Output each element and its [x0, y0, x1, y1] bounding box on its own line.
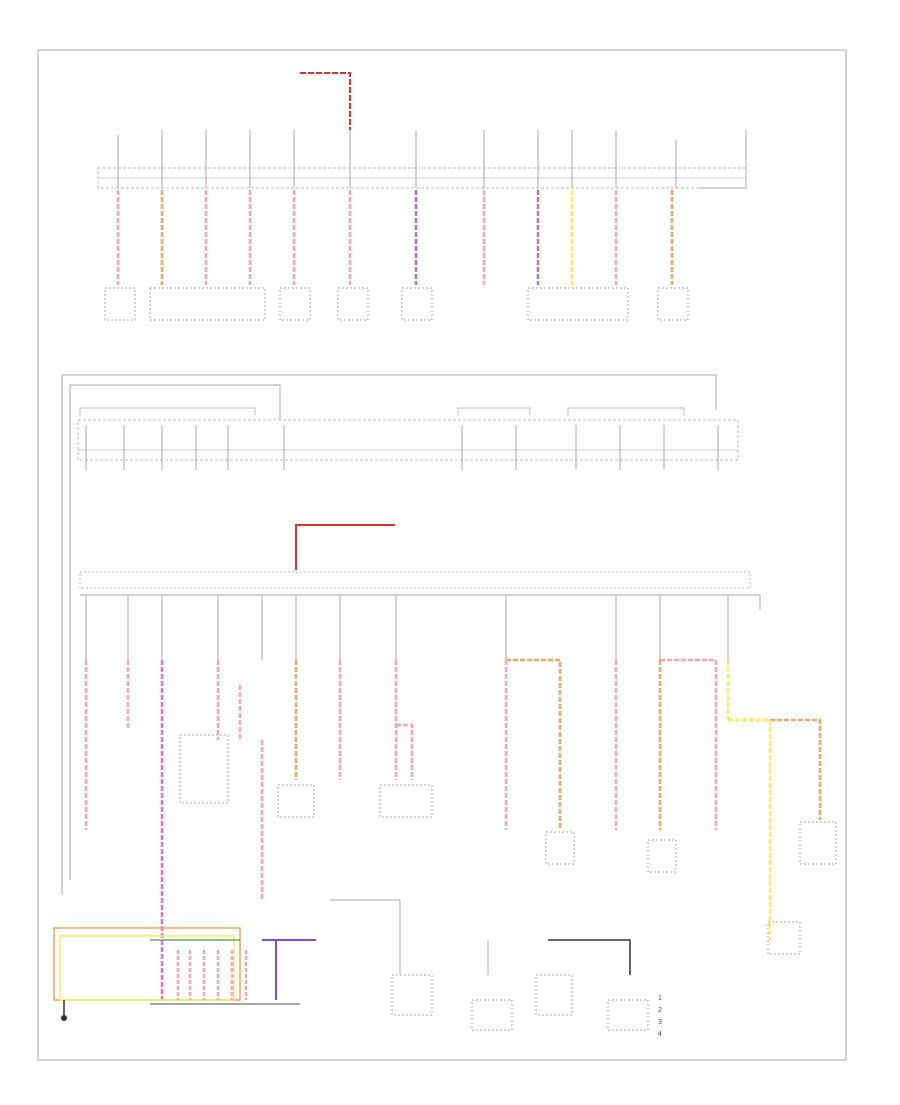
legend-marker-1: 1 — [658, 995, 662, 1002]
legend-marker-3: 3 — [658, 1019, 662, 1026]
top-fuse-block — [97, 72, 747, 321]
legend-marker-2: 2 — [658, 1007, 662, 1014]
diagram-legend: 1 2 3 4 — [658, 995, 662, 1038]
diagram-frame — [37, 49, 847, 1061]
lower-right-modules — [330, 899, 649, 1031]
lower-left-harness — [53, 927, 316, 1021]
bottom-fuse-block — [79, 524, 837, 1000]
middle-fuse-block — [61, 374, 739, 895]
legend-marker-4: 4 — [658, 1031, 662, 1038]
